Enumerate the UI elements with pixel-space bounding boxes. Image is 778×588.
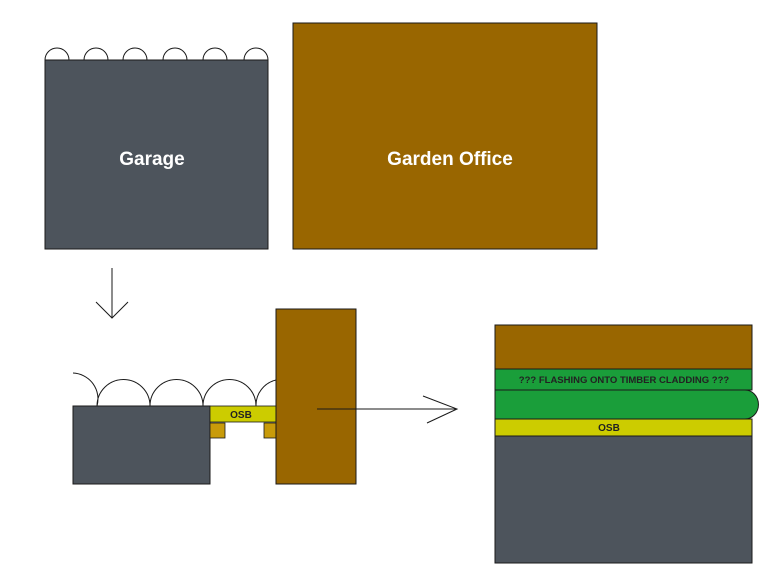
- detail-osb-board: [494, 418, 753, 437]
- arrow-down-icon: [95, 268, 129, 319]
- garden-office-block: [292, 22, 598, 250]
- garden-office-top-view: Garden Office: [292, 22, 598, 250]
- section-garage-wall: [72, 405, 211, 485]
- detail-garage-wall: [494, 435, 753, 564]
- arrow-right-icon: [317, 395, 459, 424]
- garden-office-label: Garden Office: [387, 149, 513, 170]
- garage-block: [44, 59, 269, 250]
- garage-top-view: Garage: [44, 47, 269, 250]
- garage-label: Garage: [119, 149, 184, 170]
- detail-flashing-drip: [494, 389, 759, 420]
- section-osb-label: OSB: [230, 410, 252, 421]
- garage-roof-corrugations: [44, 47, 269, 61]
- detail-osb-label: OSB: [598, 423, 620, 434]
- section-roof-corrugations: [72, 372, 277, 407]
- detail-view: ??? FLASHING ONTO TIMBER CLADDING ??? OS…: [494, 324, 759, 564]
- detail-flashing-label: ??? FLASHING ONTO TIMBER CLADDING ???: [519, 375, 730, 386]
- detail-timber-cladding: [494, 324, 753, 370]
- section-office-wall: [275, 308, 357, 485]
- section-joist-right: [263, 422, 277, 439]
- section-joist-left: [209, 422, 226, 439]
- section-view: OSB: [72, 308, 357, 485]
